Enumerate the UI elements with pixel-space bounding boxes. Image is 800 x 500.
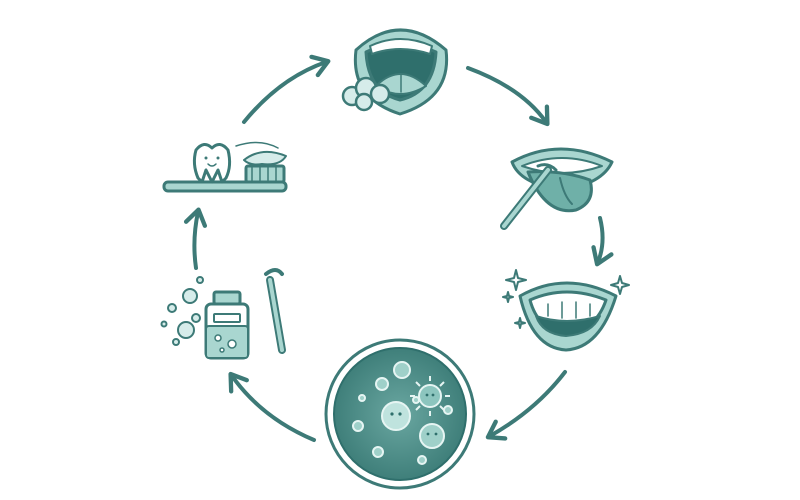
tongue-scraper-icon (500, 147, 614, 230)
arrow-brushing-to-mouth (242, 54, 331, 124)
bacteria-cells (352, 361, 453, 465)
arrow-bacteria-to-mouthwash (228, 371, 316, 442)
germ-icon (410, 376, 450, 416)
sparkle-icon (502, 269, 630, 329)
cycle-arrows (183, 54, 614, 442)
bacteria-petri-dish-icon (324, 338, 476, 490)
tooth-and-toothbrush-icon (162, 141, 288, 193)
bubbles-icon (160, 276, 204, 346)
breath-cloud-icon (341, 76, 391, 112)
sparkling-smile-icon (502, 269, 630, 352)
arrow-mouth-to-tongue (466, 66, 550, 127)
mouthwash-bottle-and-dental-pick-icon (160, 268, 286, 360)
arrow-tongue-to-smile (591, 216, 614, 267)
arrow-smile-to-bacteria (485, 370, 567, 441)
arrow-mouthwash-to-brushing (183, 207, 208, 270)
open-mouth-bad-breath-icon (341, 28, 449, 116)
